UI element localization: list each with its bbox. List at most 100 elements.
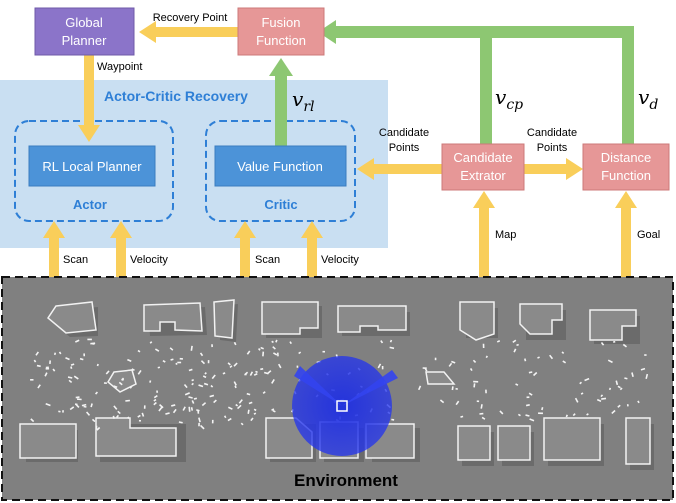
pedestrian — [67, 376, 73, 379]
pedestrian — [83, 405, 87, 408]
pedestrian — [222, 372, 226, 375]
v-cp-label: vcp — [495, 85, 523, 113]
pedestrian — [35, 351, 40, 356]
pedestrian — [70, 363, 75, 366]
pedestrian — [608, 387, 612, 391]
scan-actor-label: Scan — [63, 254, 88, 266]
pedestrian — [158, 406, 163, 412]
distance-function-line2: Function — [601, 168, 651, 183]
pedestrian — [278, 363, 282, 369]
pedestrian — [617, 385, 621, 389]
pedestrian — [233, 341, 237, 346]
pedestrian — [200, 360, 206, 365]
pedestrian — [377, 363, 382, 369]
distance-function-node: Distance Function — [582, 143, 670, 191]
pedestrian — [422, 367, 427, 370]
recovery-point-label: Recovery Point — [153, 12, 228, 24]
pedestrian — [235, 403, 239, 407]
pedestrian — [188, 368, 193, 372]
pedestrian — [116, 414, 119, 418]
environment-label: Environment — [294, 471, 398, 490]
pedestrian — [121, 378, 124, 381]
pedestrian — [246, 350, 251, 355]
pedestrian — [537, 356, 540, 359]
pedestrian — [30, 418, 35, 423]
pedestrian — [512, 339, 517, 343]
pedestrian — [79, 357, 84, 361]
pedestrian — [246, 392, 251, 396]
pedestrian — [253, 412, 257, 415]
pedestrian — [517, 413, 521, 417]
pedestrian — [69, 406, 75, 411]
pedestrian — [515, 383, 519, 386]
pedestrian — [196, 409, 200, 412]
pedestrian — [611, 409, 616, 415]
goal-label: Goal — [637, 229, 660, 241]
pedestrian — [601, 397, 607, 400]
pedestrian — [74, 403, 78, 406]
pedestrian — [211, 419, 214, 424]
pedestrian — [227, 362, 231, 366]
pedestrian — [83, 353, 86, 357]
pedestrian — [30, 379, 34, 381]
pedestrian — [600, 342, 605, 346]
pedestrian — [584, 377, 590, 382]
candidate-points-left-line2: Points — [389, 142, 420, 154]
pedestrian — [645, 373, 649, 379]
pedestrian — [240, 422, 244, 426]
pedestrian — [112, 415, 116, 420]
pedestrian — [541, 407, 544, 411]
pedestrian — [211, 374, 216, 380]
candidate-extractor-node: Candidate Extrator — [441, 143, 525, 191]
pedestrian — [103, 382, 107, 384]
pedestrian — [75, 339, 80, 343]
pedestrian — [149, 380, 152, 383]
v-rl-label: vrl — [292, 87, 314, 115]
pedestrian — [207, 360, 210, 364]
pedestrian — [179, 357, 183, 360]
robot-marker — [336, 400, 348, 412]
pedestrian — [85, 411, 91, 416]
pedestrian — [178, 421, 183, 424]
v-d-label: vd — [638, 85, 658, 113]
pedestrian — [73, 375, 79, 380]
pedestrian — [448, 362, 453, 367]
map-label: Map — [495, 229, 516, 241]
pedestrian — [204, 372, 207, 375]
pedestrian — [81, 403, 87, 407]
pedestrian — [481, 416, 486, 420]
pedestrian — [234, 385, 237, 389]
pedestrian — [199, 424, 205, 430]
pedestrian — [513, 348, 517, 353]
pedestrian — [191, 382, 194, 386]
pedestrian — [96, 363, 99, 367]
pedestrian — [596, 398, 602, 403]
pedestrian — [190, 407, 194, 411]
fusion-function-node: Fusion Function — [237, 7, 325, 56]
pedestrian — [434, 357, 437, 361]
pedestrian — [626, 404, 629, 407]
pedestrian — [485, 389, 487, 394]
pedestrian — [322, 350, 325, 353]
candidate-extractor-line2: Extrator — [460, 168, 506, 183]
pedestrian — [213, 399, 217, 404]
pedestrian — [271, 340, 274, 344]
pedestrian — [289, 341, 292, 345]
pedestrian — [255, 370, 258, 374]
pedestrian — [191, 400, 195, 404]
pedestrian — [561, 351, 565, 354]
pedestrian — [45, 367, 50, 370]
pedestrian — [36, 364, 41, 368]
scan-critic-label: Scan — [255, 254, 280, 266]
pedestrian — [153, 401, 157, 406]
pedestrian — [53, 352, 57, 356]
pedestrian — [586, 413, 589, 416]
pedestrian — [272, 346, 276, 350]
pedestrian — [473, 383, 476, 388]
pedestrian — [162, 360, 166, 363]
pedestrian — [381, 366, 384, 370]
pedestrian — [184, 392, 190, 396]
pedestrian — [526, 396, 530, 399]
pedestrian — [244, 373, 247, 376]
pedestrian — [298, 351, 302, 355]
